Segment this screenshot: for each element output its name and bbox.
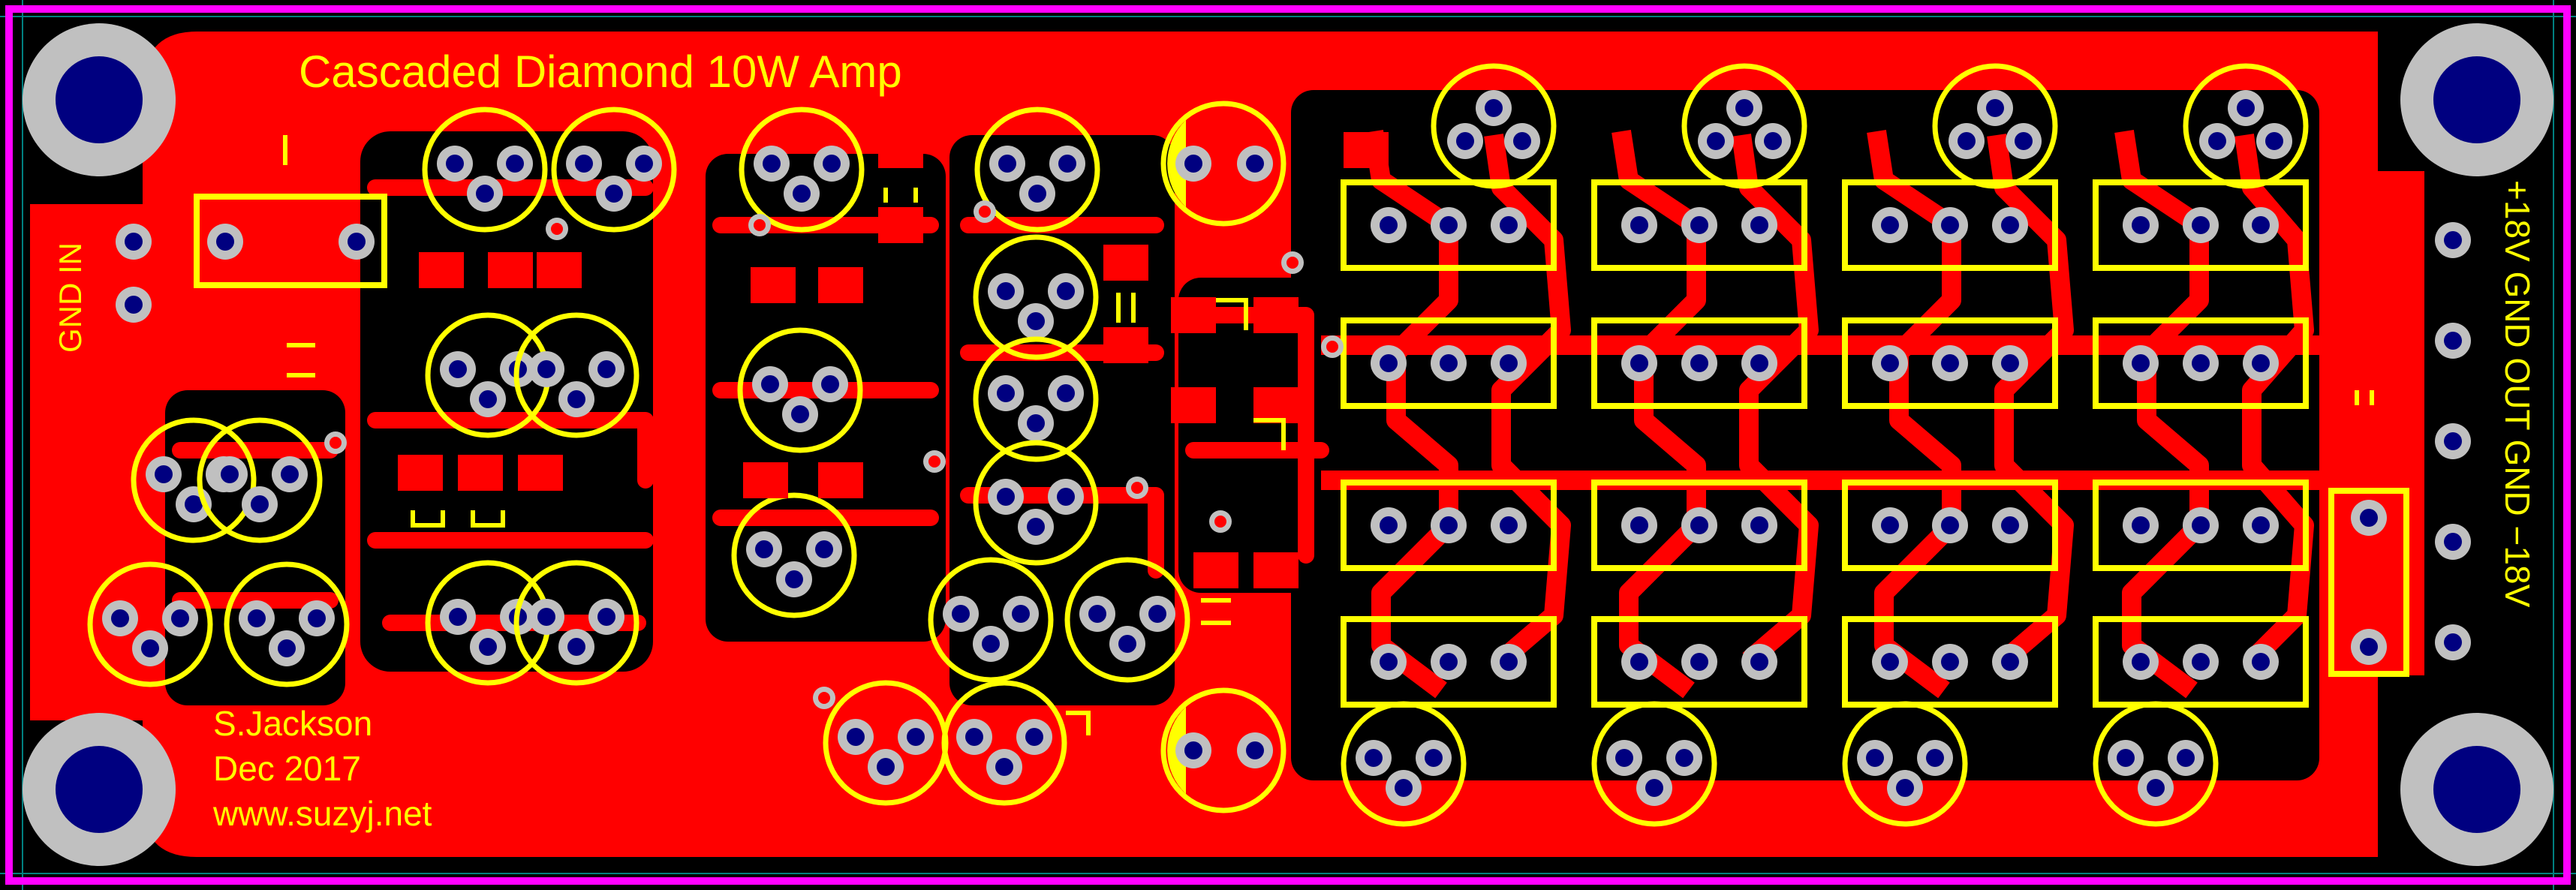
mounting-hole-top-right — [2400, 23, 2553, 176]
silkscreen-marks — [283, 135, 2374, 735]
mounting-hole-bottom-right — [2400, 713, 2553, 866]
input-connector-label: GND IN — [53, 242, 88, 353]
input-capacitor — [194, 194, 387, 288]
electrolytic-capacitors — [1160, 101, 1286, 813]
output-resistor — [2328, 488, 2409, 677]
website-label: www.suzyj.net — [212, 794, 432, 833]
author-label: S.Jackson — [213, 704, 372, 743]
output-stage-traces — [1321, 130, 2327, 699]
power-connector-label: +18V GND OUT GND −18V — [2498, 180, 2537, 608]
mounting-hole-bottom-left — [23, 713, 176, 866]
board-outline — [5, 5, 2571, 885]
date-label: Dec 2017 — [213, 749, 361, 788]
board-title: Cascaded Diamond 10W Amp — [299, 47, 902, 97]
mounting-hole-top-left — [23, 23, 176, 176]
